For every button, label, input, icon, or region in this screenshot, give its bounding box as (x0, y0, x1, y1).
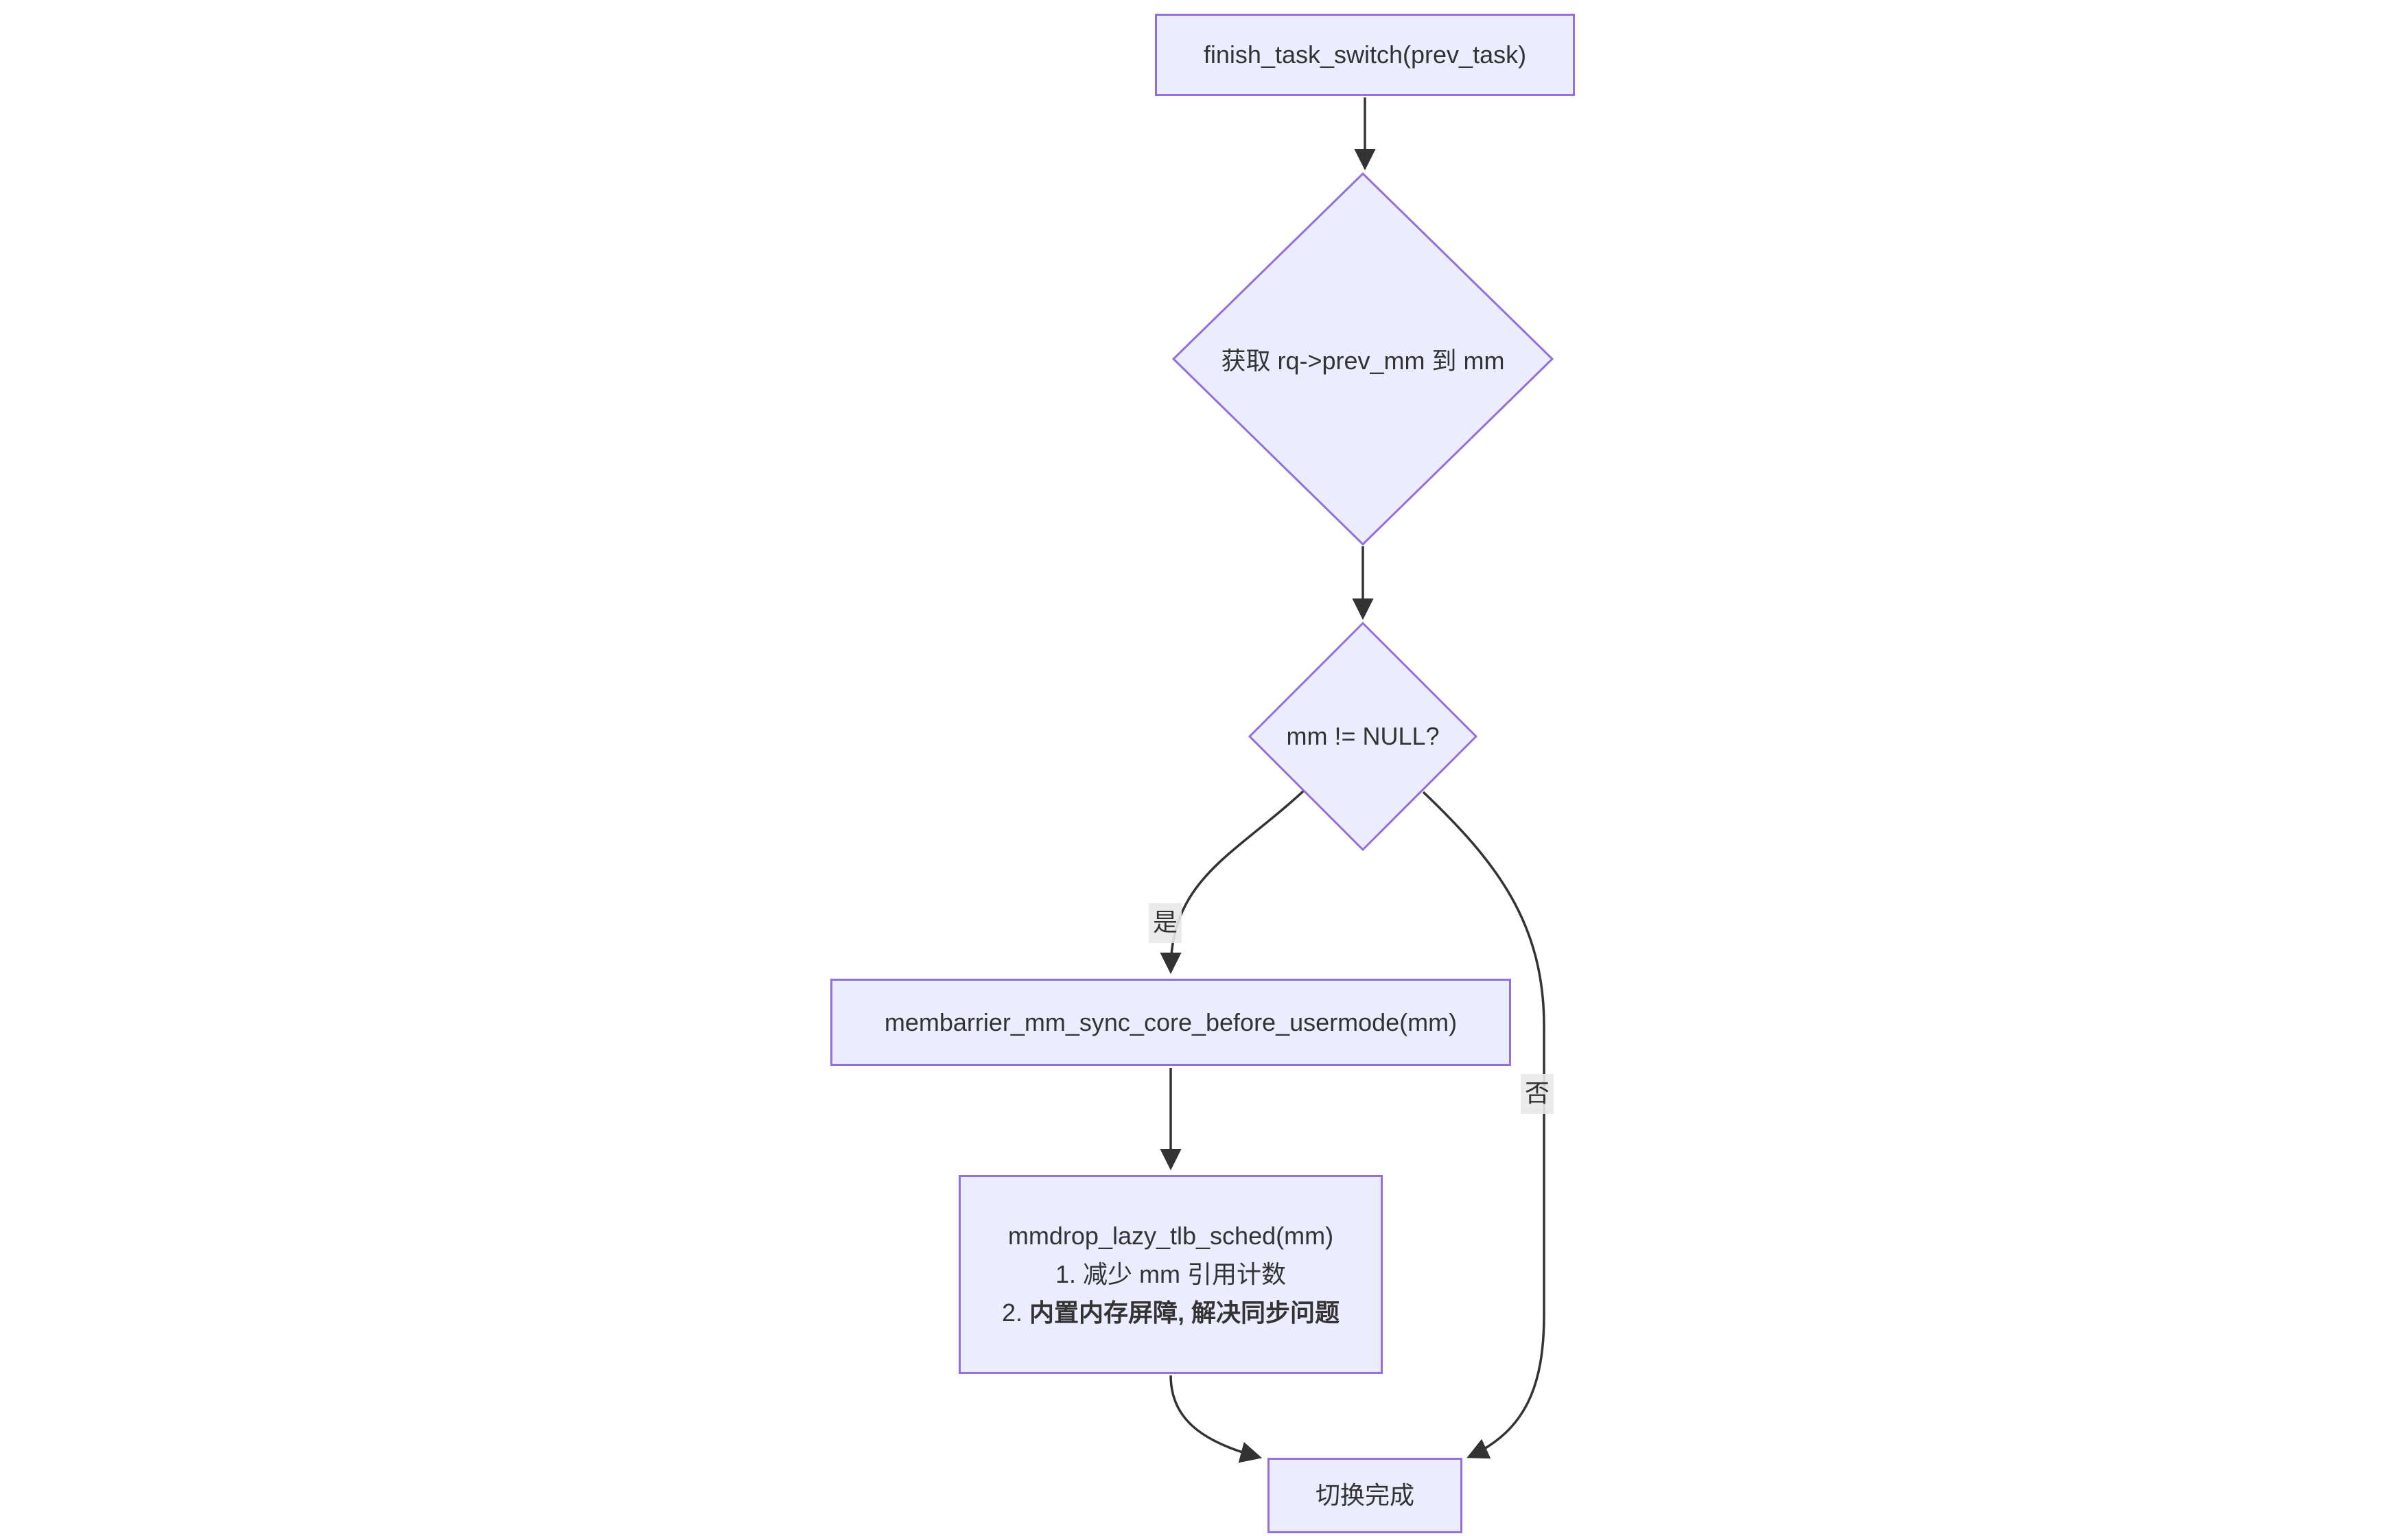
node-mmdrop: mmdrop_lazy_tlb_sched(mm) 1. 减少 mm 引用计数 … (959, 1175, 1383, 1374)
node-check-null-diamond (1248, 621, 1478, 852)
node-membarrier-label: membarrier_mm_sync_core_before_usermode(… (884, 1008, 1458, 1036)
edge-check-no-to-done (1422, 791, 1545, 1459)
edge-label-yes: 是 (1148, 903, 1182, 943)
node-mmdrop-title: mmdrop_lazy_tlb_sched(mm) (1007, 1222, 1334, 1250)
node-mmdrop-item2-number: 2. (1001, 1298, 1022, 1327)
node-get-mm-label: 获取 rq->prev_mm 到 mm (1221, 347, 1505, 375)
node-mmdrop-item1: 1. 减少 mm 引用计数 (1055, 1260, 1286, 1289)
node-membarrier: membarrier_mm_sync_core_before_usermode(… (830, 979, 1511, 1066)
edge-check-yes-to-membarrier (1160, 789, 1305, 975)
node-done-label: 切换完成 (1315, 1481, 1414, 1509)
edge-mmdrop-to-done (1169, 1375, 1263, 1463)
node-mmdrop-item2: 2. 内置内存屏障, 解决同步问题 (998, 1294, 1344, 1332)
node-mmdrop-text: mmdrop_lazy_tlb_sched(mm) 1. 减少 mm 引用计数 … (961, 1217, 1381, 1331)
edge-label-no: 否 (1520, 1074, 1554, 1114)
node-start-label: finish_task_switch(prev_task) (1203, 40, 1527, 69)
node-done: 切换完成 (1267, 1458, 1462, 1533)
node-start: finish_task_switch(prev_task) (1155, 14, 1575, 96)
node-get-mm-diamond (1171, 172, 1554, 546)
node-check-null-label: mm != NULL? (1286, 722, 1440, 750)
node-mmdrop-item2-text: 内置内存屏障, 解决同步问题 (1029, 1298, 1340, 1327)
